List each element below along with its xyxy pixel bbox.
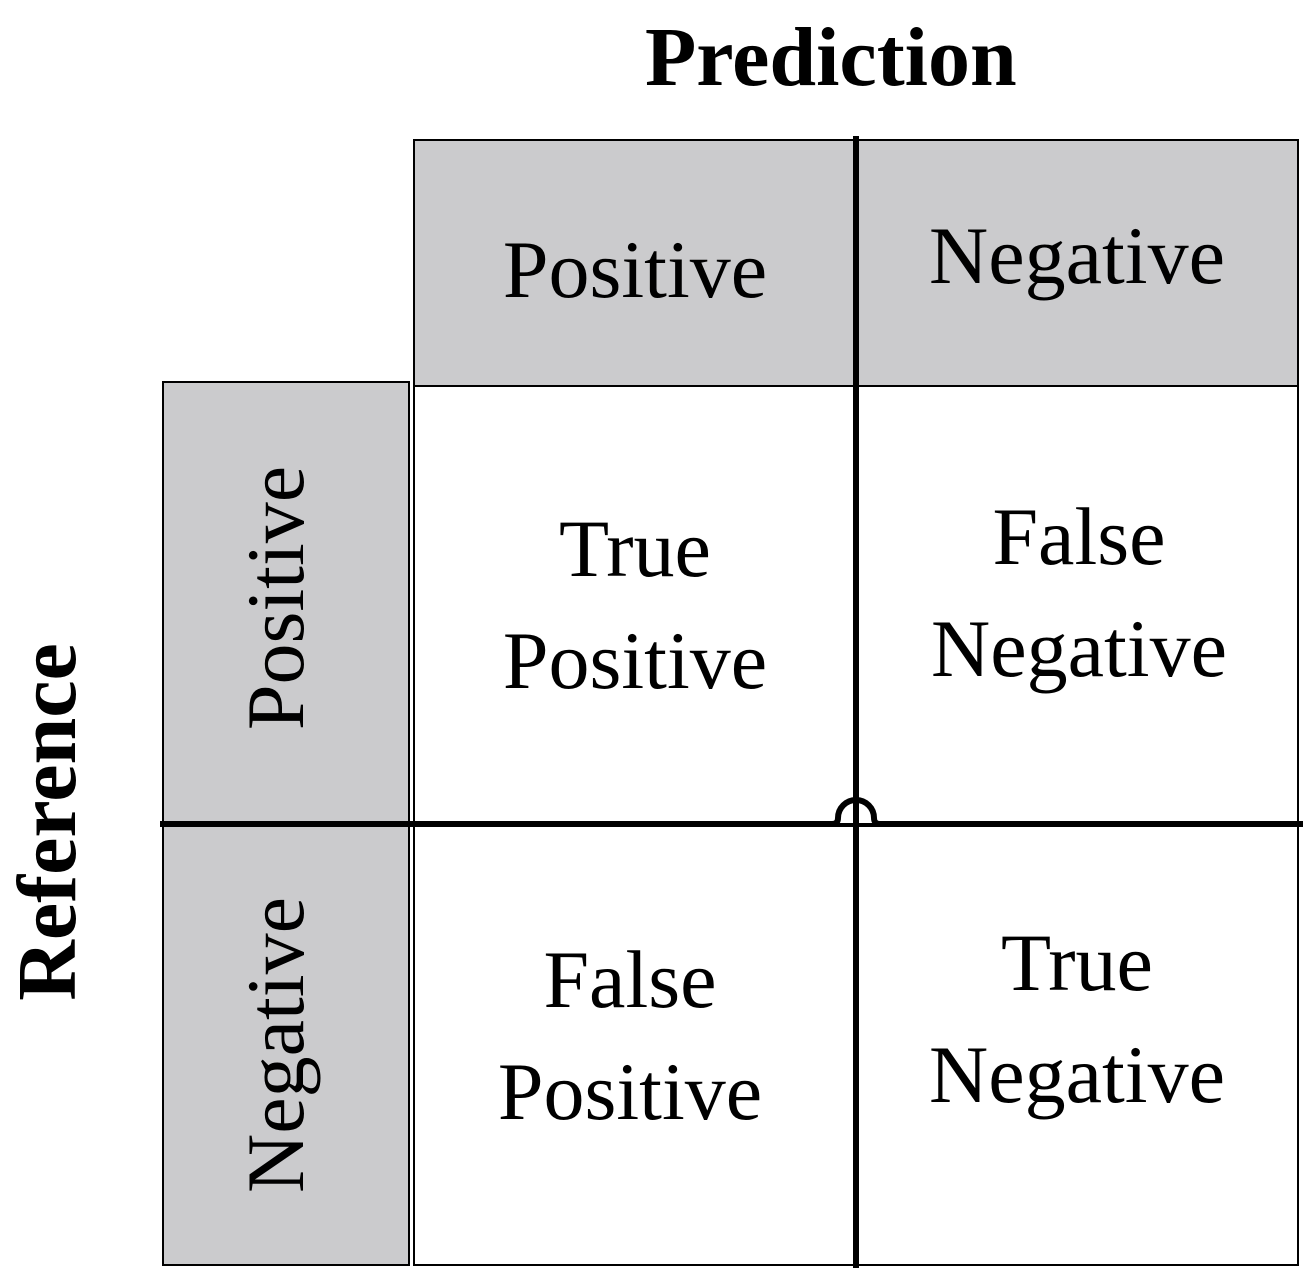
false-negative-line-2: Negative [931, 603, 1227, 694]
prediction-axis-title: Prediction [645, 11, 1017, 104]
row-header-negative-label: Negative [230, 897, 321, 1193]
row-header-positive-label: Positive [230, 465, 321, 731]
false-positive-label: False Positive [498, 924, 762, 1148]
true-positive-line-1: True [559, 503, 711, 594]
column-header-negative-label: Negative [929, 210, 1225, 301]
column-header-positive [413, 139, 857, 387]
true-positive-line-2: Positive [502, 615, 768, 706]
horizontal-divider [160, 797, 1303, 827]
true-negative-label: True Negative [929, 907, 1225, 1131]
row-header-positive [162, 381, 410, 825]
true-positive-label: True Positive [503, 493, 767, 717]
true-negative-line-2: Negative [929, 1029, 1225, 1120]
row-header-negative [162, 825, 410, 1266]
false-positive-line-1: False [543, 934, 717, 1025]
false-negative-label: False Negative [931, 481, 1227, 705]
true-negative-line-1: True [1001, 917, 1153, 1008]
false-positive-line-2: Positive [497, 1046, 763, 1137]
column-header-positive-label: Positive [502, 224, 768, 315]
false-negative-line-1: False [992, 491, 1166, 582]
